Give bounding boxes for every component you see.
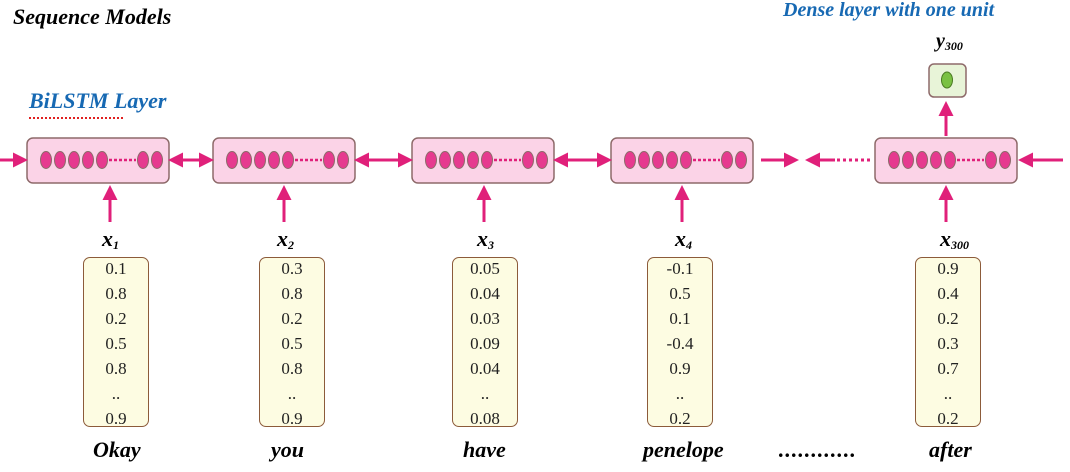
vector-value: 0.03 [470, 309, 500, 328]
vector-value: 0.08 [470, 409, 500, 428]
embedding-vector-2: 0.3 0.8 0.2 0.5 0.8 .. 0.9 [259, 257, 325, 428]
input-var: x [940, 226, 951, 251]
vector-value: .. [287, 384, 297, 403]
vector-value: .. [675, 384, 685, 403]
vector-value: 0.5 [281, 334, 303, 353]
vector-value: -0.1 [666, 259, 694, 278]
embedding-vector-300: 0.9 0.4 0.2 0.3 0.7 .. 0.2 [915, 257, 981, 428]
lstm-units [40, 151, 1011, 169]
spellcheck-underline [29, 114, 123, 119]
vector-value: 0.2 [669, 409, 691, 428]
page-title: Sequence Models [13, 4, 172, 29]
sequence-ellipsis: ............ [778, 437, 856, 462]
input-sub: 2 [288, 238, 294, 252]
vector-value: 0.8 [281, 359, 303, 378]
vector-value: 0.5 [669, 284, 691, 303]
input-var: x [675, 226, 686, 251]
vector-value: .. [111, 384, 121, 403]
vector-value: 0.2 [937, 309, 959, 328]
vector-value: 0.9 [937, 259, 959, 278]
vector-value: 0.8 [105, 284, 127, 303]
bilstm-layer-label: BiLSTM Layer [29, 88, 167, 113]
vector-value: 0.2 [105, 309, 127, 328]
vector-value: 0.9 [669, 359, 691, 378]
vector-value: 0.4 [937, 284, 959, 303]
vector-value: 0.8 [105, 359, 127, 378]
vector-value: 0.2 [937, 409, 959, 428]
input-label-1: x1 [102, 226, 119, 252]
input-sub: 3 [488, 238, 494, 252]
vector-value: 0.9 [105, 409, 127, 428]
vector-value: 0.3 [281, 259, 303, 278]
input-var: x [277, 226, 288, 251]
vector-value: 0.2 [281, 309, 303, 328]
input-word-1: Okay [93, 437, 141, 462]
input-label-2: x2 [277, 226, 294, 252]
embedding-vector-1: 0.1 0.8 0.2 0.5 0.8 .. 0.9 [83, 257, 149, 428]
vector-value: 0.04 [470, 284, 500, 303]
dense-layer-label: Dense layer with one unit [783, 0, 995, 21]
input-word-300: after [929, 437, 972, 462]
vector-value: 0.5 [105, 334, 127, 353]
vector-value: 0.8 [281, 284, 303, 303]
output-sub: 300 [944, 39, 963, 53]
input-label-300: x300 [940, 226, 969, 252]
input-sub: 1 [113, 238, 119, 252]
vector-value: 0.1 [105, 259, 127, 278]
dense-unit-box [928, 63, 967, 98]
input-label-4: x4 [675, 226, 692, 252]
vector-value: -0.4 [666, 334, 694, 353]
input-word-4: penelope [643, 437, 724, 462]
input-label-3: x3 [477, 226, 494, 252]
vector-value: 0.7 [937, 359, 959, 378]
vector-value: 0.3 [937, 334, 959, 353]
output-var: y [936, 30, 945, 52]
input-word-3: have [463, 437, 506, 462]
input-var: x [102, 226, 113, 251]
vector-value: 0.05 [470, 259, 500, 278]
vector-value: 0.09 [470, 334, 500, 353]
vector-value: 0.1 [669, 309, 691, 328]
embedding-vector-4: -0.1 0.5 0.1 -0.4 0.9 .. 0.2 [647, 257, 713, 428]
vector-value: .. [480, 384, 490, 403]
input-sub: 300 [951, 238, 969, 252]
input-sub: 4 [686, 238, 692, 252]
vector-value: 0.9 [281, 409, 303, 428]
input-arrows [102, 185, 954, 222]
dense-neuron [941, 71, 953, 89]
embedding-vector-3: 0.05 0.04 0.03 0.09 0.04 .. 0.08 [452, 257, 518, 428]
vector-value: 0.04 [470, 359, 500, 378]
output-label: y300 [936, 30, 963, 53]
input-word-2: you [271, 437, 304, 462]
input-var: x [477, 226, 488, 251]
vector-value: .. [943, 384, 953, 403]
